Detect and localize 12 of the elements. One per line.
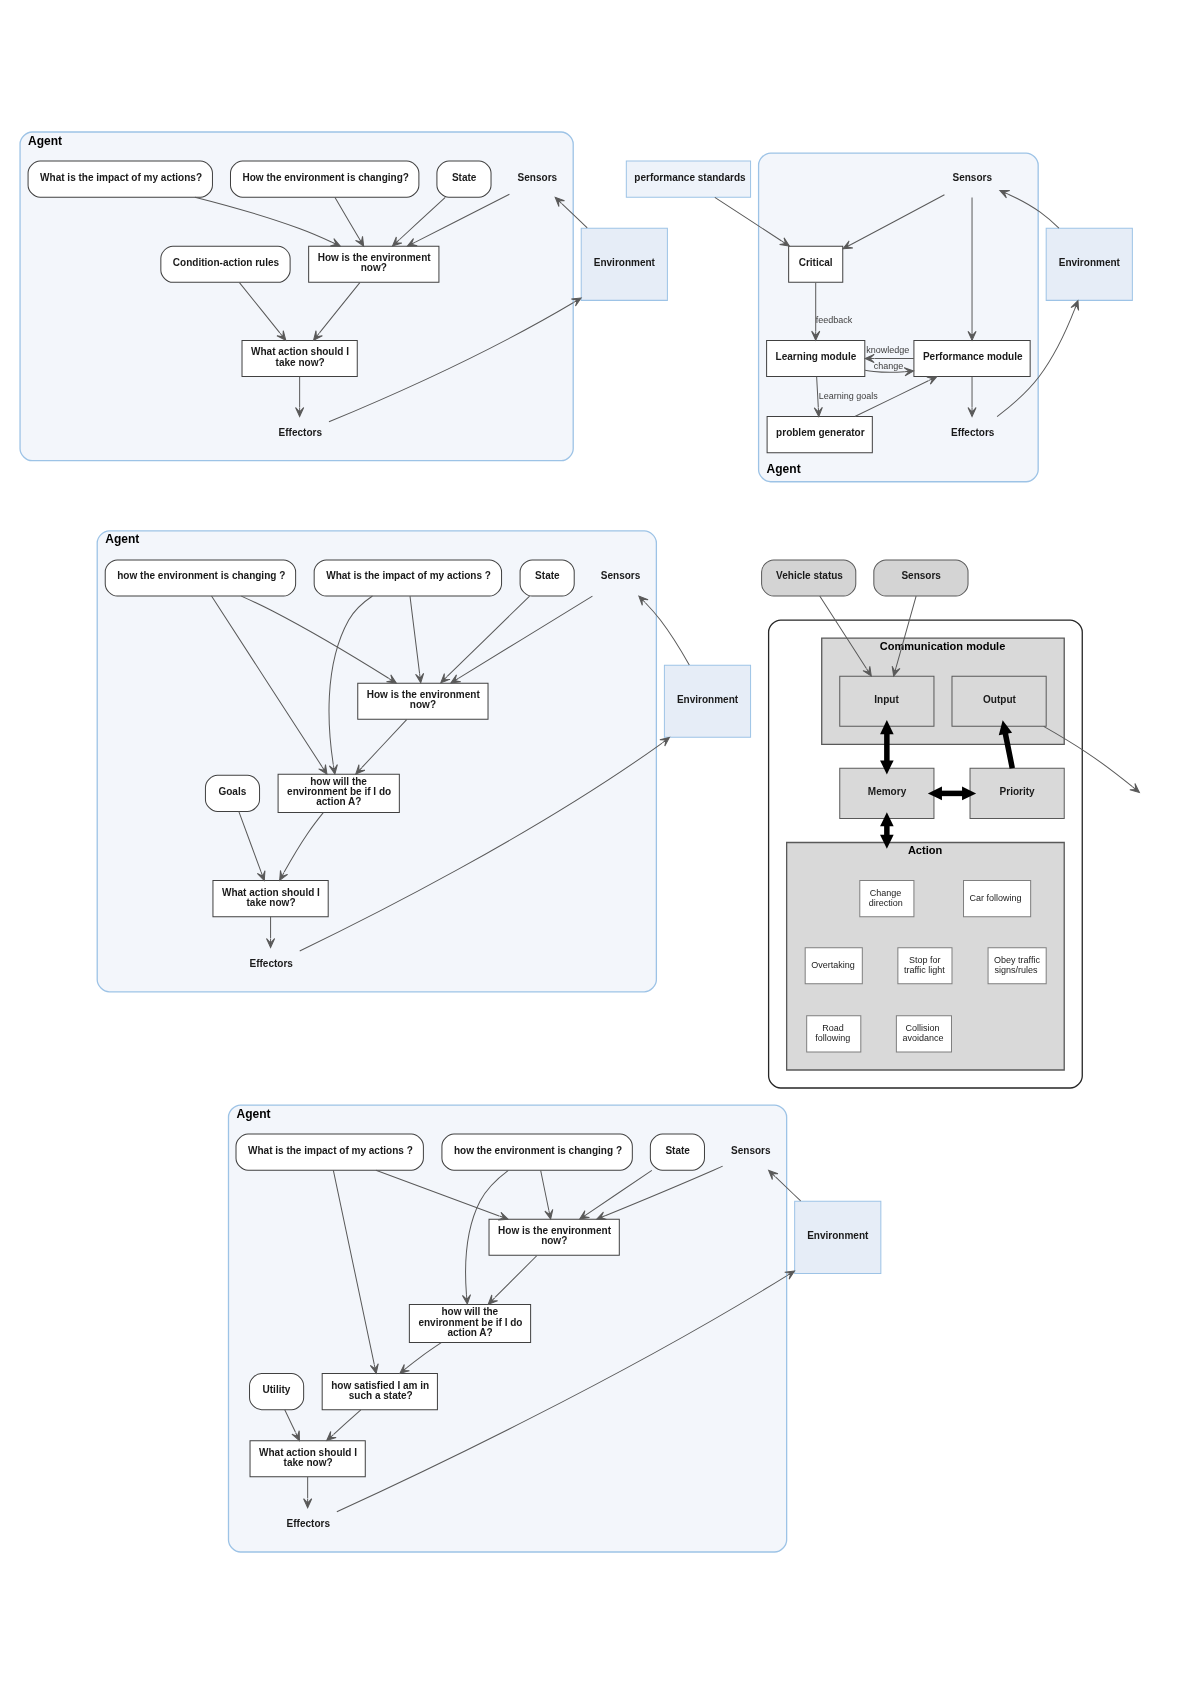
- node-text: Effectors: [950, 427, 995, 439]
- edge-label: change: [873, 360, 904, 371]
- node-text: Sensors: [731, 1144, 771, 1156]
- node-text: Sensors: [600, 570, 641, 582]
- node-text: Effectors: [278, 427, 323, 439]
- node-text: Sensors: [517, 171, 558, 183]
- edge-label: feedback: [815, 314, 853, 325]
- edge-label: Learning goals: [818, 390, 878, 401]
- node-text: Sensors: [952, 171, 993, 183]
- node-text: Effectors: [286, 1518, 331, 1530]
- edge-label: knowledge: [866, 344, 910, 355]
- node-text: Effectors: [249, 958, 293, 970]
